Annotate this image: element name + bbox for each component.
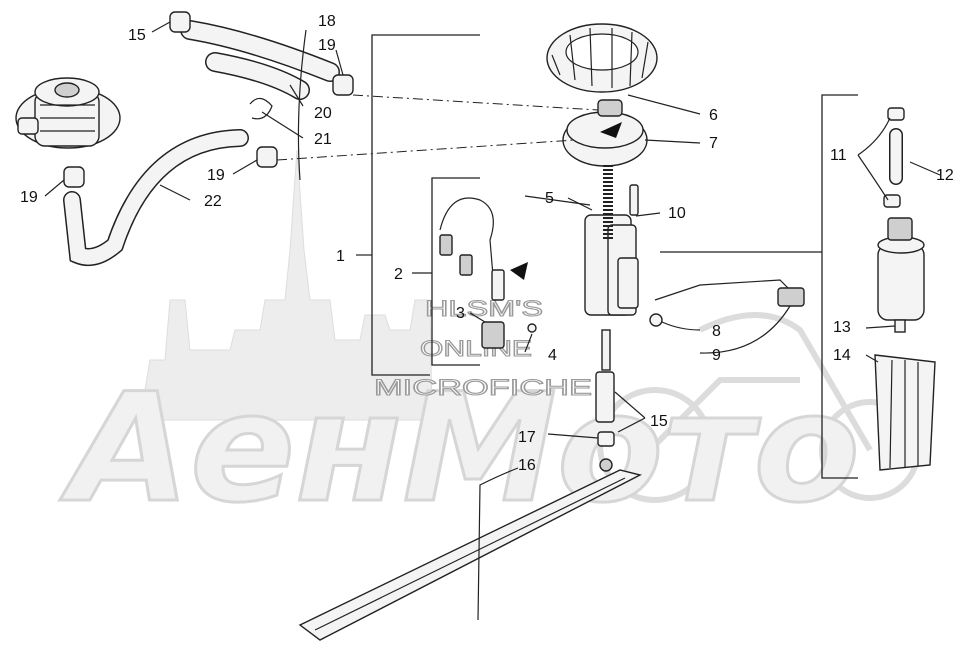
- hose-22: [63, 129, 249, 266]
- strainer-14: [874, 354, 936, 471]
- grommet-8: [649, 313, 663, 327]
- coupler-15: [595, 371, 615, 423]
- callout-21: 21: [314, 131, 332, 148]
- connector-9: [777, 287, 805, 307]
- callout-20: 20: [314, 105, 332, 122]
- fuel-filter: [15, 77, 121, 149]
- filter-sock-16: [298, 458, 642, 641]
- watermark-line-1: HLSM'S: [425, 296, 543, 321]
- callout-17: 17: [518, 429, 536, 446]
- watermark: AeнMoто HLSM'S ONLINE MICROFICHE: [58, 149, 921, 538]
- callout-3: 3: [456, 305, 465, 322]
- clip-21: [249, 97, 273, 120]
- bracket-assembly-2: [431, 177, 480, 366]
- callout-2: 2: [394, 266, 403, 283]
- clamp-19-top: [332, 74, 354, 96]
- clamp-11-top: [887, 107, 905, 121]
- callout-12: 12: [936, 167, 954, 184]
- fuel-pump-13: [877, 217, 925, 333]
- clamp-19-left: [63, 166, 85, 188]
- watermark-line-2: ONLINE: [420, 336, 532, 361]
- callout-19-mid: 19: [207, 167, 225, 184]
- callout-1: 1: [336, 248, 345, 265]
- pump-body-10: [584, 165, 639, 316]
- callout-4: 4: [548, 347, 557, 364]
- skyline-silhouette: [139, 149, 433, 421]
- callout-7: 7: [709, 135, 718, 152]
- guide-line-mid: [276, 139, 576, 161]
- callout-13: 13: [833, 319, 851, 336]
- nut-17: [597, 431, 615, 447]
- callout-numbers: 15 18 19 20 21 19 19 22 6 7 5 10 1 2 3 4…: [20, 13, 954, 474]
- callout-5: 5: [545, 190, 554, 207]
- harness-2: [439, 197, 537, 349]
- clamp-11-bottom: [883, 194, 901, 208]
- bracket-pump-13: [821, 94, 858, 479]
- callout-6: 6: [709, 107, 718, 124]
- flange-7: [562, 99, 648, 167]
- bracket-assembly-1: [371, 34, 480, 376]
- clamp-15-top: [169, 11, 191, 33]
- watermark-brand: AeнMoто: [60, 362, 860, 536]
- hose-20: [205, 52, 310, 100]
- hose-18: [180, 20, 340, 82]
- callout-22: 22: [204, 193, 222, 210]
- arrow-indicator-harness: [510, 262, 528, 280]
- callout-11: 11: [830, 147, 847, 164]
- callout-8: 8: [712, 323, 721, 340]
- callout-10: 10: [668, 205, 686, 222]
- callout-15-top: 15: [128, 27, 146, 44]
- callout-19-top: 19: [318, 37, 336, 54]
- leader-lines: [44, 21, 941, 621]
- callout-9: 9: [712, 347, 721, 364]
- lock-ring-6: [546, 23, 658, 93]
- clamp-19-mid: [256, 146, 278, 168]
- callout-15-mid: 15: [650, 413, 668, 430]
- callout-19-left: 19: [20, 189, 38, 206]
- callout-14: 14: [833, 347, 851, 364]
- callout-18: 18: [318, 13, 336, 30]
- pickup-tube: [601, 329, 611, 371]
- guide-line-top: [352, 94, 599, 111]
- wire-harness-9: [654, 279, 791, 301]
- watermark-line-3: MICROFICHE: [374, 375, 592, 400]
- callout-16: 16: [518, 457, 536, 474]
